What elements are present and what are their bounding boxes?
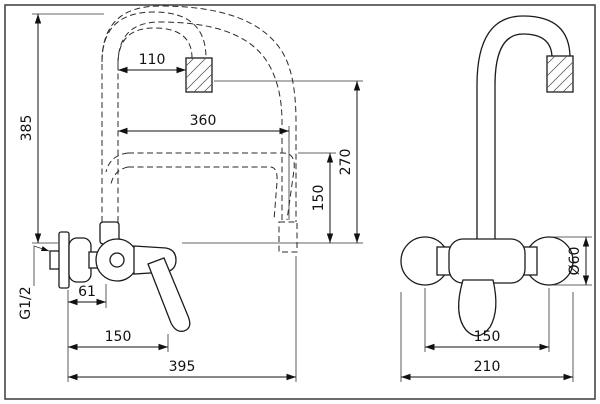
thread-callout: G1/2 (18, 245, 50, 320)
outlet-raised-rect (185, 57, 213, 93)
spout-horizontal-position (105, 152, 295, 221)
hatch-lines (546, 55, 574, 93)
dim-label-handle-depth: 150 (105, 329, 132, 345)
gooseneck-outer (476, 15, 571, 240)
dim-spout-reach: 360 (118, 113, 290, 220)
spout-low-left-inner (110, 166, 129, 185)
spout-arc-outer (101, 11, 207, 222)
dim-total-height: 385 (19, 13, 104, 244)
front-view: Ø60 150 210 (400, 15, 592, 382)
dim-label-spout-reach: 360 (190, 113, 217, 129)
dim-label-spout-raised-offset: 110 (139, 52, 166, 68)
dim-escutcheon-diameter: Ø60 (552, 236, 592, 286)
dim-spout-raised-offset: 110 (118, 52, 186, 74)
dim-low-outlet-height: 150 (298, 152, 336, 243)
thread-label: G1/2 (18, 286, 34, 319)
dim-raised-outlet-height: 270 (214, 80, 363, 243)
dim-label-total-height: 385 (19, 115, 35, 142)
spout-swung-inner (117, 21, 283, 222)
dim-label-escutcheon-diameter: Ø60 (567, 247, 583, 276)
spout-outlet-raised (185, 57, 213, 93)
spout-raised-position (101, 11, 207, 222)
dim-wall-offset: 61 (68, 284, 107, 308)
mixer-body (448, 238, 526, 284)
drawing-border (4, 4, 596, 400)
dim-label-low-outlet-height: 150 (311, 185, 327, 212)
spout-swung-outer (101, 5, 297, 222)
dim-centers-distance: 150 (424, 288, 550, 352)
hatch-lines (185, 57, 213, 93)
faucet-body-front (400, 236, 574, 337)
spout-low-left-outer (105, 152, 129, 173)
valve-body (95, 238, 139, 282)
outlet-front-rect (546, 55, 574, 93)
dim-label-total-width: 210 (474, 359, 501, 375)
handle-lever-front (458, 279, 497, 337)
valve-body-detail (109, 252, 125, 268)
gooseneck-spout (476, 15, 571, 240)
side-view: 385 110 360 270 150 G1/2 (18, 5, 363, 382)
spout-outlet-lowered (278, 221, 298, 253)
dim-label-wall-offset: 61 (78, 284, 96, 300)
dim-label-total-depth: 395 (169, 359, 196, 375)
dim-label-centers-distance: 150 (474, 329, 501, 345)
spout-low-top (128, 152, 295, 221)
spout-swung-position (101, 5, 297, 222)
handle-lever-side (147, 257, 191, 332)
leader-line (33, 245, 50, 286)
spout-outlet-front (546, 55, 574, 93)
dim-total-width: 210 (400, 292, 574, 382)
faucet-body-side (49, 221, 191, 332)
dim-total-depth: 395 (68, 256, 297, 382)
wall-flange (58, 231, 70, 289)
dim-label-raised-outlet-height: 270 (338, 149, 354, 176)
escutcheon-side (68, 237, 92, 283)
dim-handle-depth: 150 (68, 329, 169, 352)
gooseneck-inner (494, 33, 553, 240)
